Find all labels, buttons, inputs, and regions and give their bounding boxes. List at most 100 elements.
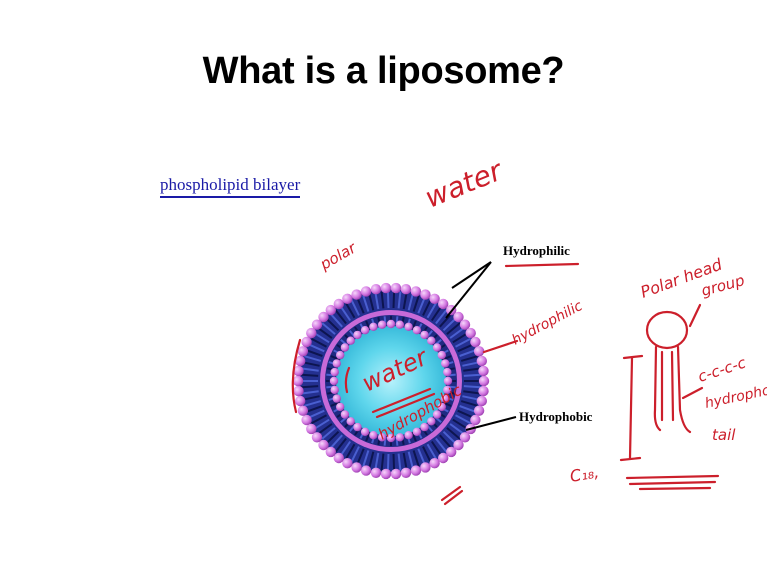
- lipid-tail: [462, 362, 479, 366]
- lipid-head: [351, 289, 361, 299]
- lipid-head: [318, 312, 328, 322]
- lipid-tail: [336, 310, 347, 323]
- lipid-tail: [375, 292, 378, 309]
- lipid-tail: [306, 350, 322, 356]
- lipid-head: [446, 305, 456, 315]
- lipid-tail: [418, 449, 424, 465]
- lipid-head: [333, 359, 341, 367]
- lipid-head: [479, 376, 489, 386]
- sketch-head-circle: [647, 312, 687, 348]
- lipid-tail: [352, 447, 360, 462]
- lipid-head: [301, 337, 311, 347]
- lipid-tail: [326, 319, 338, 331]
- tail-note-1: hydrophob: [704, 381, 767, 412]
- lipid-head: [470, 337, 480, 347]
- phospholipid-bilayer-link[interactable]: phospholipid bilayer: [160, 175, 300, 198]
- lipid-tail: [447, 387, 456, 388]
- lipid-tail: [461, 356, 477, 361]
- lipid-tail: [341, 340, 348, 346]
- lipid-head: [446, 447, 456, 457]
- lipid-head: [396, 321, 404, 329]
- lipid-head: [361, 286, 371, 296]
- lipid-head: [306, 328, 316, 338]
- lipid-tail: [326, 387, 335, 388]
- lipid-head: [369, 323, 377, 331]
- sketch-underline-1: [627, 476, 718, 478]
- lipid-head: [404, 323, 412, 331]
- lipid-head: [341, 410, 349, 418]
- lipid-head: [318, 440, 328, 450]
- lipid-head: [298, 346, 308, 356]
- lipid-tail: [346, 303, 355, 318]
- lipid-tail: [404, 453, 407, 470]
- lipid-tail: [341, 442, 351, 456]
- lipid-head: [453, 440, 463, 450]
- pointer-line-inner: [466, 417, 516, 430]
- lipid-tail: [326, 375, 335, 376]
- sketch-underline-3: [640, 488, 710, 489]
- lipid-tail: [382, 292, 384, 309]
- lipid-tail: [447, 428, 460, 439]
- lipid-tail: [337, 412, 344, 417]
- lipid-head: [433, 410, 441, 418]
- lipid-tail: [334, 407, 342, 411]
- lipid-head: [443, 368, 451, 376]
- lipid-head: [470, 415, 480, 425]
- lipid-head: [466, 424, 476, 434]
- lipid-head: [427, 337, 435, 345]
- polar-head-note-2: group: [699, 271, 746, 300]
- lipid-tail: [357, 449, 363, 465]
- lipid-tail: [318, 328, 332, 338]
- lipid-tail: [394, 291, 395, 308]
- lipid-head: [326, 305, 336, 315]
- lipid-tail: [350, 331, 356, 338]
- lipid-head: [378, 433, 386, 441]
- sketch-head-pointer: [690, 305, 700, 326]
- lipid-head: [330, 377, 338, 385]
- lipid-tail: [385, 437, 386, 446]
- carbon-chain-note: c-c-c-c: [696, 353, 749, 386]
- lipid-tail: [432, 306, 442, 320]
- lipid-tail: [464, 386, 481, 387]
- lipid-tail: [462, 396, 479, 400]
- lipid-tail: [422, 327, 427, 334]
- sketch-tail-arrow: [683, 388, 702, 398]
- sketch-underline-2: [630, 482, 715, 484]
- tail-note-2: tail: [712, 426, 736, 444]
- sketch-length-bracket: [630, 358, 632, 458]
- lipid-tail: [394, 454, 395, 471]
- lipid-head: [420, 462, 430, 472]
- lipid-tail: [352, 300, 360, 315]
- lipid-head: [396, 433, 404, 441]
- lipid-head: [295, 356, 305, 366]
- sketch-tail-left: [655, 347, 660, 430]
- lipid-tail: [418, 298, 424, 314]
- lipid-tail: [409, 452, 413, 469]
- lipid-head: [429, 294, 439, 304]
- lipid-head: [420, 423, 428, 431]
- pointer-line-outer-2: [446, 262, 491, 318]
- lipid-tail: [336, 439, 347, 452]
- lipid-tail: [463, 391, 480, 393]
- lipid-head: [342, 294, 352, 304]
- lipid-head: [334, 299, 344, 309]
- lipid-tail: [399, 292, 401, 309]
- lipid-tail: [329, 397, 338, 400]
- lipid-tail: [312, 339, 327, 347]
- lipid-tail: [355, 327, 360, 334]
- lipid-tail: [412, 321, 416, 329]
- lipid-tail: [327, 368, 336, 370]
- lipid-tail: [446, 392, 455, 394]
- lipid-tail: [331, 435, 342, 448]
- lipid-head: [336, 403, 344, 411]
- lipid-head: [474, 346, 484, 356]
- lipid-tail: [399, 454, 401, 471]
- lipid-head: [478, 386, 488, 396]
- lipid-head: [295, 396, 305, 406]
- lipid-head: [429, 458, 439, 468]
- lipid-tail: [460, 406, 476, 412]
- lipid-tail: [375, 453, 378, 470]
- lipid-tail: [423, 300, 431, 315]
- bottom-dash-mark: [442, 487, 460, 500]
- lipid-tail: [366, 433, 370, 441]
